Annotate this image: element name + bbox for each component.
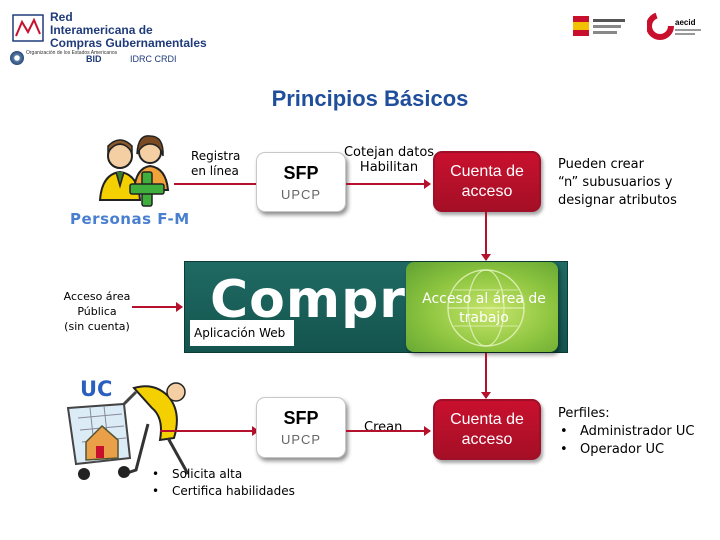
bid-logo: BID (86, 54, 102, 64)
sfp-upcp-box-top: SFP UPCP (256, 152, 346, 212)
compranet-word-a: Compra (210, 270, 443, 330)
acceso-publica-line: Pública (77, 305, 117, 318)
oas-seal-icon (10, 51, 24, 65)
personas-label: Personas F-M (70, 210, 190, 228)
acceso-line: acceso (461, 431, 513, 448)
oas-logo: Organización de los Estados Americanos (10, 50, 117, 68)
cuenta-acceso-box-top: Cuenta de acceso (433, 151, 541, 212)
logo-line: Red (50, 10, 73, 24)
sfp-to-cuenta-arrow-bottom (346, 426, 431, 436)
uc-to-sfp-arrow (160, 426, 259, 436)
gobierno-espana-logo-icon (571, 13, 629, 39)
perfil-item: Administrador UC (558, 423, 718, 441)
upcp-label: UPCP (280, 187, 322, 202)
uc-action-item: Solicita alta (150, 466, 310, 483)
perfiles-list: Administrador UC Operador UC (558, 423, 718, 459)
acceso-to-cuenta-arrow (481, 353, 491, 399)
upcp-label: UPCP (280, 432, 322, 447)
perfiles-title: Perfiles: (558, 406, 610, 421)
perfiles-block: Perfiles: Administrador UC Operador UC (558, 405, 718, 459)
globe-icon (447, 269, 525, 347)
uc-actions: Solicita alta Certifica habilidades (150, 466, 310, 500)
trabajo-line: trabajo (459, 310, 509, 326)
acceso-area-trabajo-label: Acceso al área de trabajo (410, 290, 558, 328)
aecid-logo-icon: aecid (647, 12, 701, 40)
registra-text: Registra en línea (191, 149, 241, 178)
uc-action-item: Certifica habilidades (150, 483, 310, 500)
pueden-line: designar atributos (558, 193, 677, 208)
uc-label: UC (80, 377, 113, 401)
personas-icon (98, 135, 170, 207)
logo-line: Interamericana de (50, 23, 153, 37)
acceso-publica-line: (sin cuenta) (64, 320, 130, 333)
logo-line: Compras Gubernamentales (50, 36, 207, 50)
cuenta-acceso-box-bottom: Cuenta de acceso (433, 399, 541, 460)
pueden-line: “n” subusuarios y (558, 175, 673, 190)
sfp-label: SFP (283, 163, 319, 183)
cuenta-to-acceso-arrow (481, 212, 491, 261)
cuenta-line: Cuenta de (450, 411, 524, 428)
sfp-upcp-box-bottom: SFP UPCP (256, 397, 346, 458)
idrc-logo: IDRC CRDI (130, 54, 177, 64)
cuenta-acceso-label: Cuenta de acceso (435, 410, 539, 450)
publica-to-banner-arrow (132, 302, 183, 312)
cuenta-line: Cuenta de (450, 163, 524, 180)
uc-actions-list: Solicita alta Certifica habilidades (150, 466, 310, 500)
acceso-publica-label: Acceso área Pública (sin cuenta) (62, 289, 132, 334)
acceso-line: acceso (461, 183, 513, 200)
red-interamericana-logo-text: Red Interamericana de Compras Gubernamen… (50, 11, 207, 50)
svg-text:aecid: aecid (675, 18, 696, 27)
cotejan-label: Cotejan datos Habilitan (343, 145, 435, 175)
personas-to-sfp-arrow (174, 179, 263, 189)
globe-panel (406, 262, 558, 352)
sfp-label: SFP (283, 408, 319, 428)
oas-logo-text: Organización de los Estados Americanos (26, 50, 118, 56)
aplicacion-web-label: Aplicación Web (190, 320, 294, 346)
crean-label: Crean (364, 420, 403, 435)
sfp-to-cuenta-arrow (346, 179, 431, 189)
acceso-publica-line: Acceso área (63, 290, 131, 303)
acceso-area-line: Acceso al área de (422, 291, 546, 307)
sponsor-logos: Organización de los Estados Americanos B… (10, 50, 190, 68)
habilitan-line: Habilitan (359, 160, 419, 175)
cuenta-acceso-label: Cuenta de acceso (435, 162, 539, 202)
perfil-item: Operador UC (558, 441, 718, 459)
registra-label: Registra en línea (191, 149, 251, 179)
page-title: Principios Básicos (271, 86, 469, 111)
pueden-crear-text: Pueden crear “n” subusuarios y designar … (558, 156, 708, 210)
cotejan-line: Cotejan datos (343, 145, 435, 160)
shopping-cart-user-icon (66, 382, 190, 480)
red-interamericana-logo-icon (12, 14, 44, 42)
pueden-line: Pueden crear (558, 157, 644, 172)
